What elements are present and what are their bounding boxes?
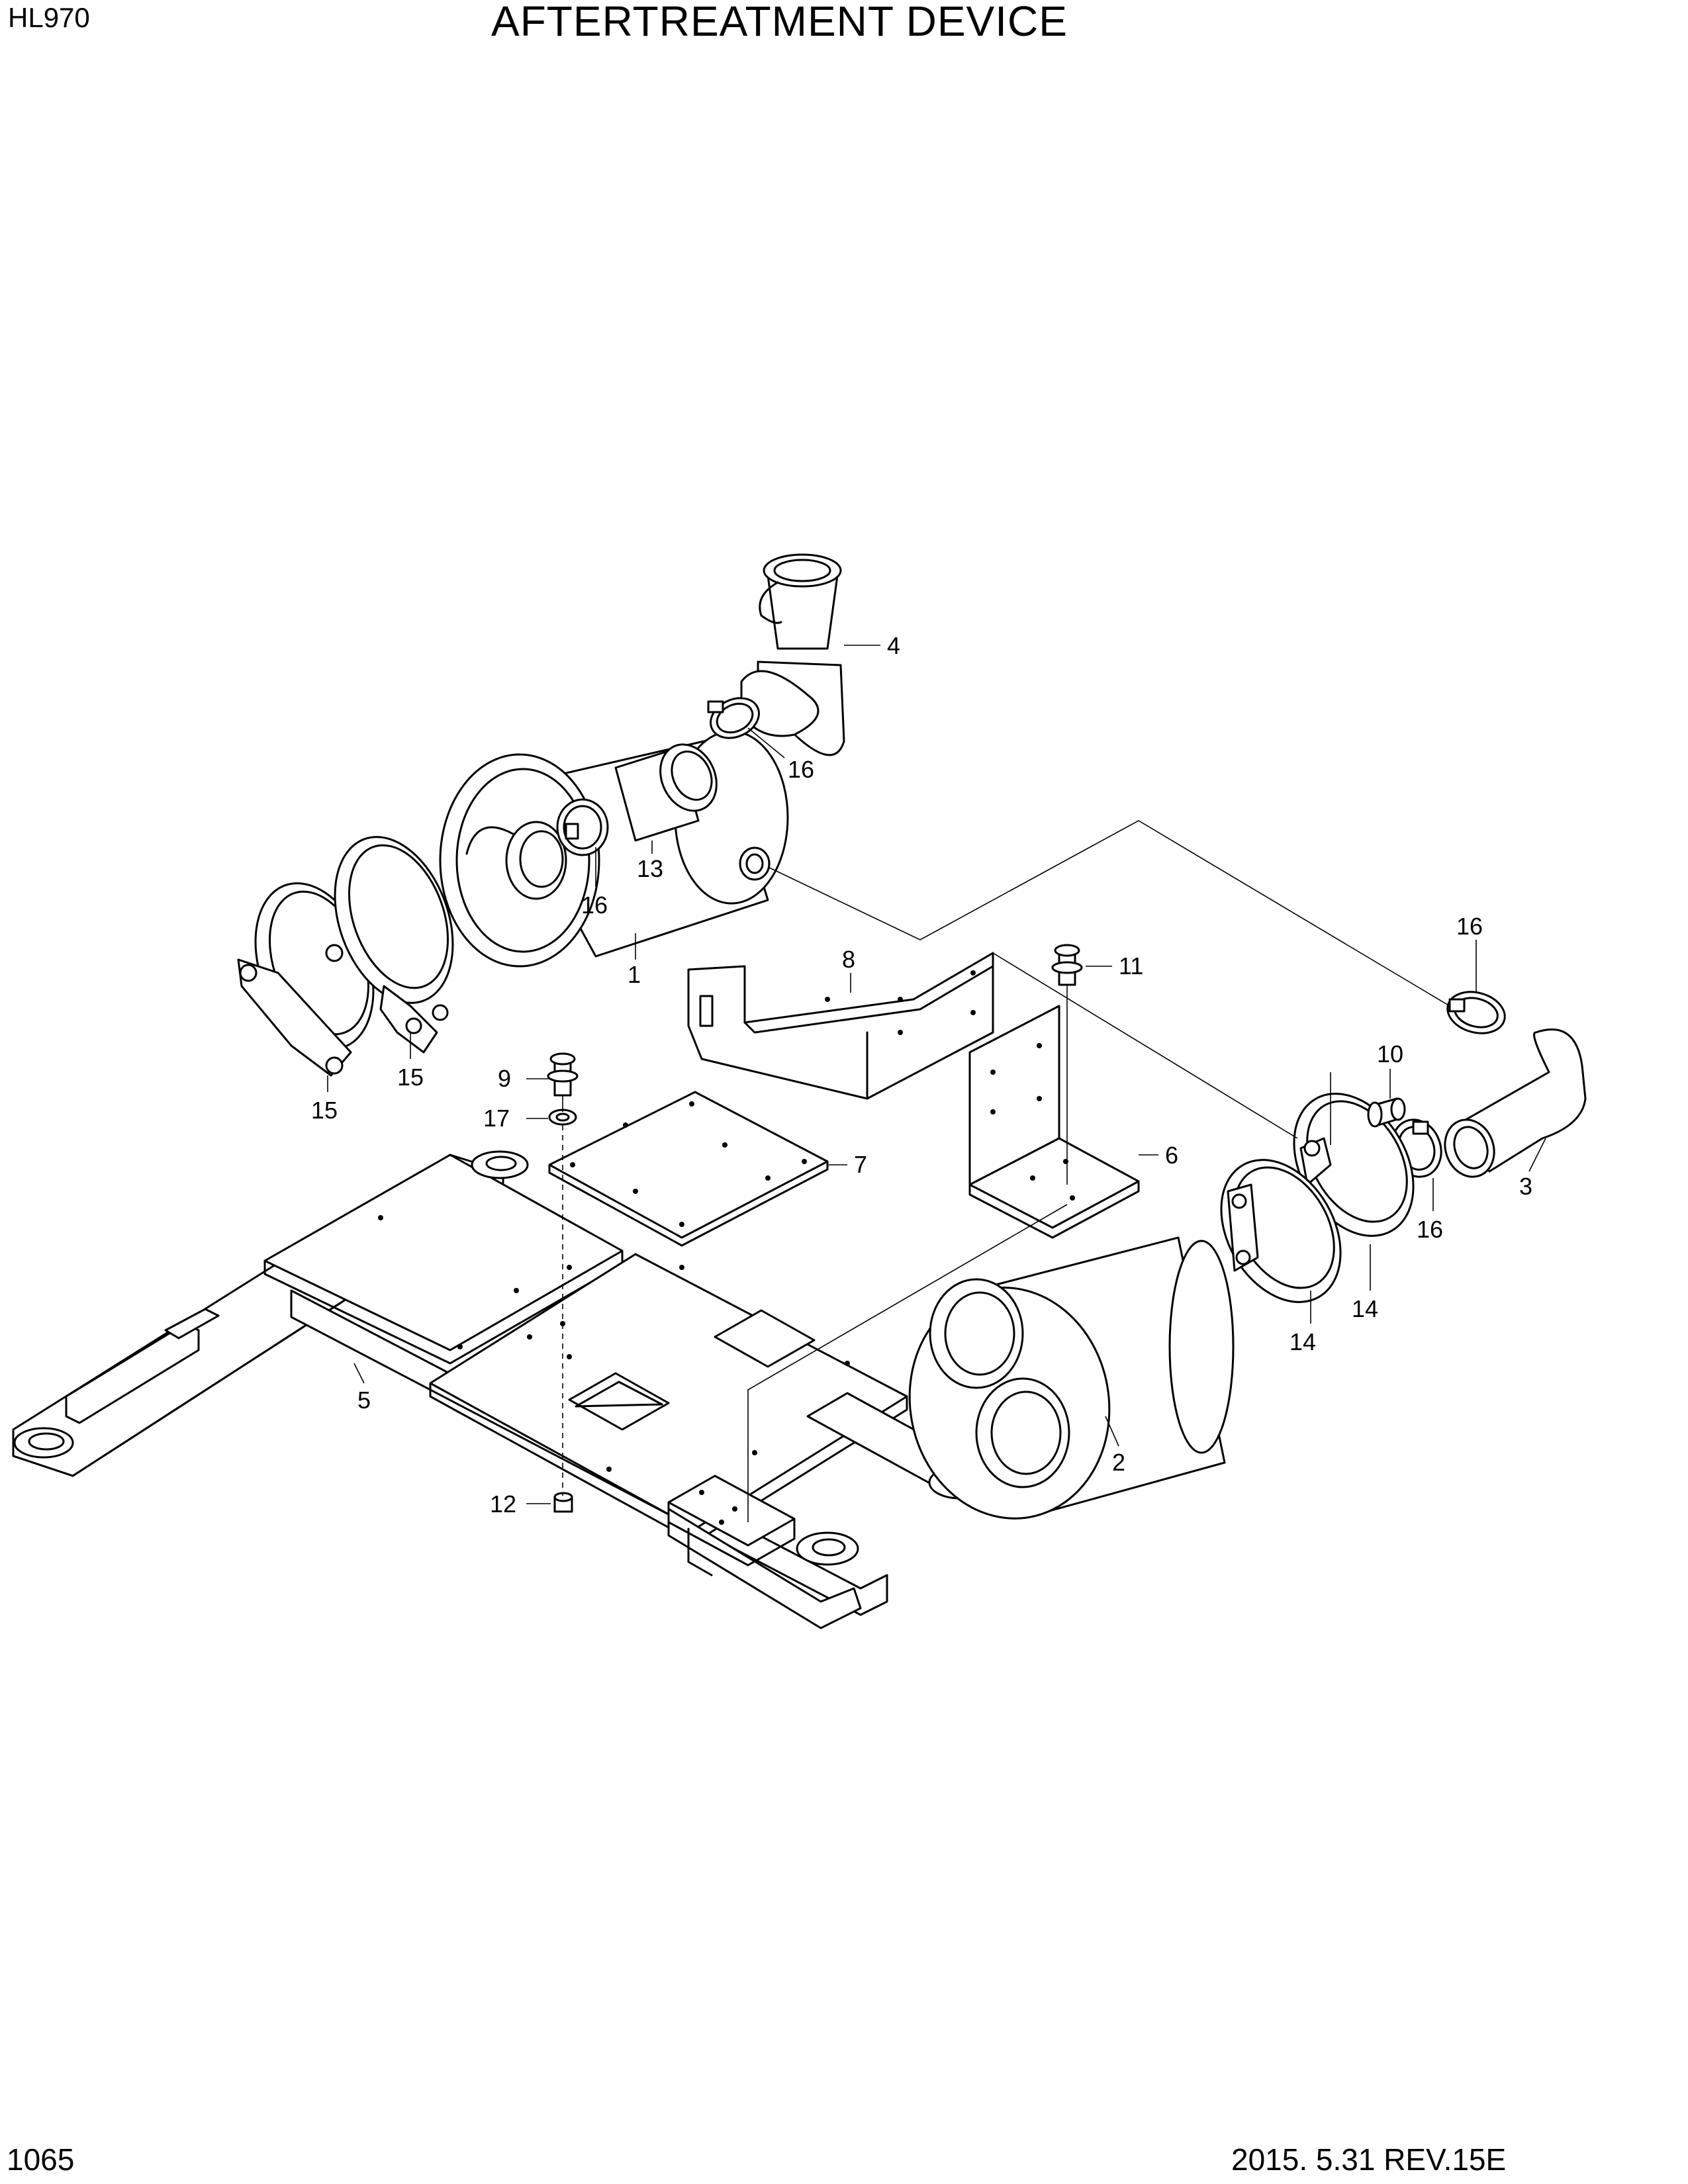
callout-13: 13 [637, 855, 663, 882]
page-title: AFTERTREATMENT DEVICE [491, 0, 1068, 45]
callout-11: 11 [1119, 952, 1143, 979]
part-9-bolt [547, 1052, 579, 1097]
reference-lines [562, 820, 1450, 1522]
callout-16-left: 16 [581, 891, 608, 919]
callout-7: 7 [854, 1151, 867, 1178]
part-5-mounting-frame [12, 1150, 992, 1629]
page-number: 1065 [7, 2142, 75, 2177]
part-8-bracket [687, 952, 994, 1100]
part-10-bolt [1367, 1097, 1406, 1128]
callout-14-left: 14 [1289, 1328, 1316, 1355]
part-2-canister [908, 1236, 1235, 1520]
callout-numbers: 4 16 13 16 1 8 11 16 10 3 16 14 14 6 2 7… [311, 632, 1532, 1518]
callout-17: 17 [483, 1105, 510, 1132]
part-12-nut [553, 1492, 573, 1513]
part-15-band-clamps [237, 836, 454, 1077]
part-11-bolt [1051, 944, 1083, 986]
callout-5: 5 [357, 1387, 371, 1414]
callout-8: 8 [842, 946, 855, 973]
callout-16-top: 16 [788, 756, 814, 783]
revision-date: 2015. 5.31 REV.15E [1231, 2142, 1507, 2177]
callout-leaders [327, 645, 1546, 1504]
callout-15-right: 15 [397, 1064, 424, 1091]
part-4-inlet-elbow [740, 553, 845, 756]
part-7-plate [548, 1091, 829, 1247]
callout-2: 2 [1112, 1449, 1125, 1476]
part-1-dpf-assembly [439, 730, 789, 968]
callout-1: 1 [628, 961, 641, 988]
callout-6: 6 [1165, 1142, 1178, 1169]
callout-16-lower: 16 [1417, 1216, 1443, 1243]
callout-9: 9 [498, 1065, 511, 1092]
callout-15-left: 15 [311, 1097, 338, 1124]
callout-10: 10 [1377, 1040, 1403, 1068]
part-14-band-clamps [1220, 1093, 1415, 1303]
callout-14-right: 14 [1352, 1295, 1378, 1322]
part-13-pipe [614, 743, 718, 842]
model-code: HL970 [8, 2, 90, 33]
part-3-outlet-elbow [1444, 1028, 1587, 1178]
callout-3: 3 [1519, 1173, 1532, 1200]
part-6-l-bracket [968, 1005, 1140, 1239]
callout-4: 4 [887, 632, 900, 659]
part-17-washer [548, 1109, 577, 1126]
callout-12: 12 [490, 1490, 516, 1518]
callout-16-right: 16 [1456, 913, 1483, 940]
